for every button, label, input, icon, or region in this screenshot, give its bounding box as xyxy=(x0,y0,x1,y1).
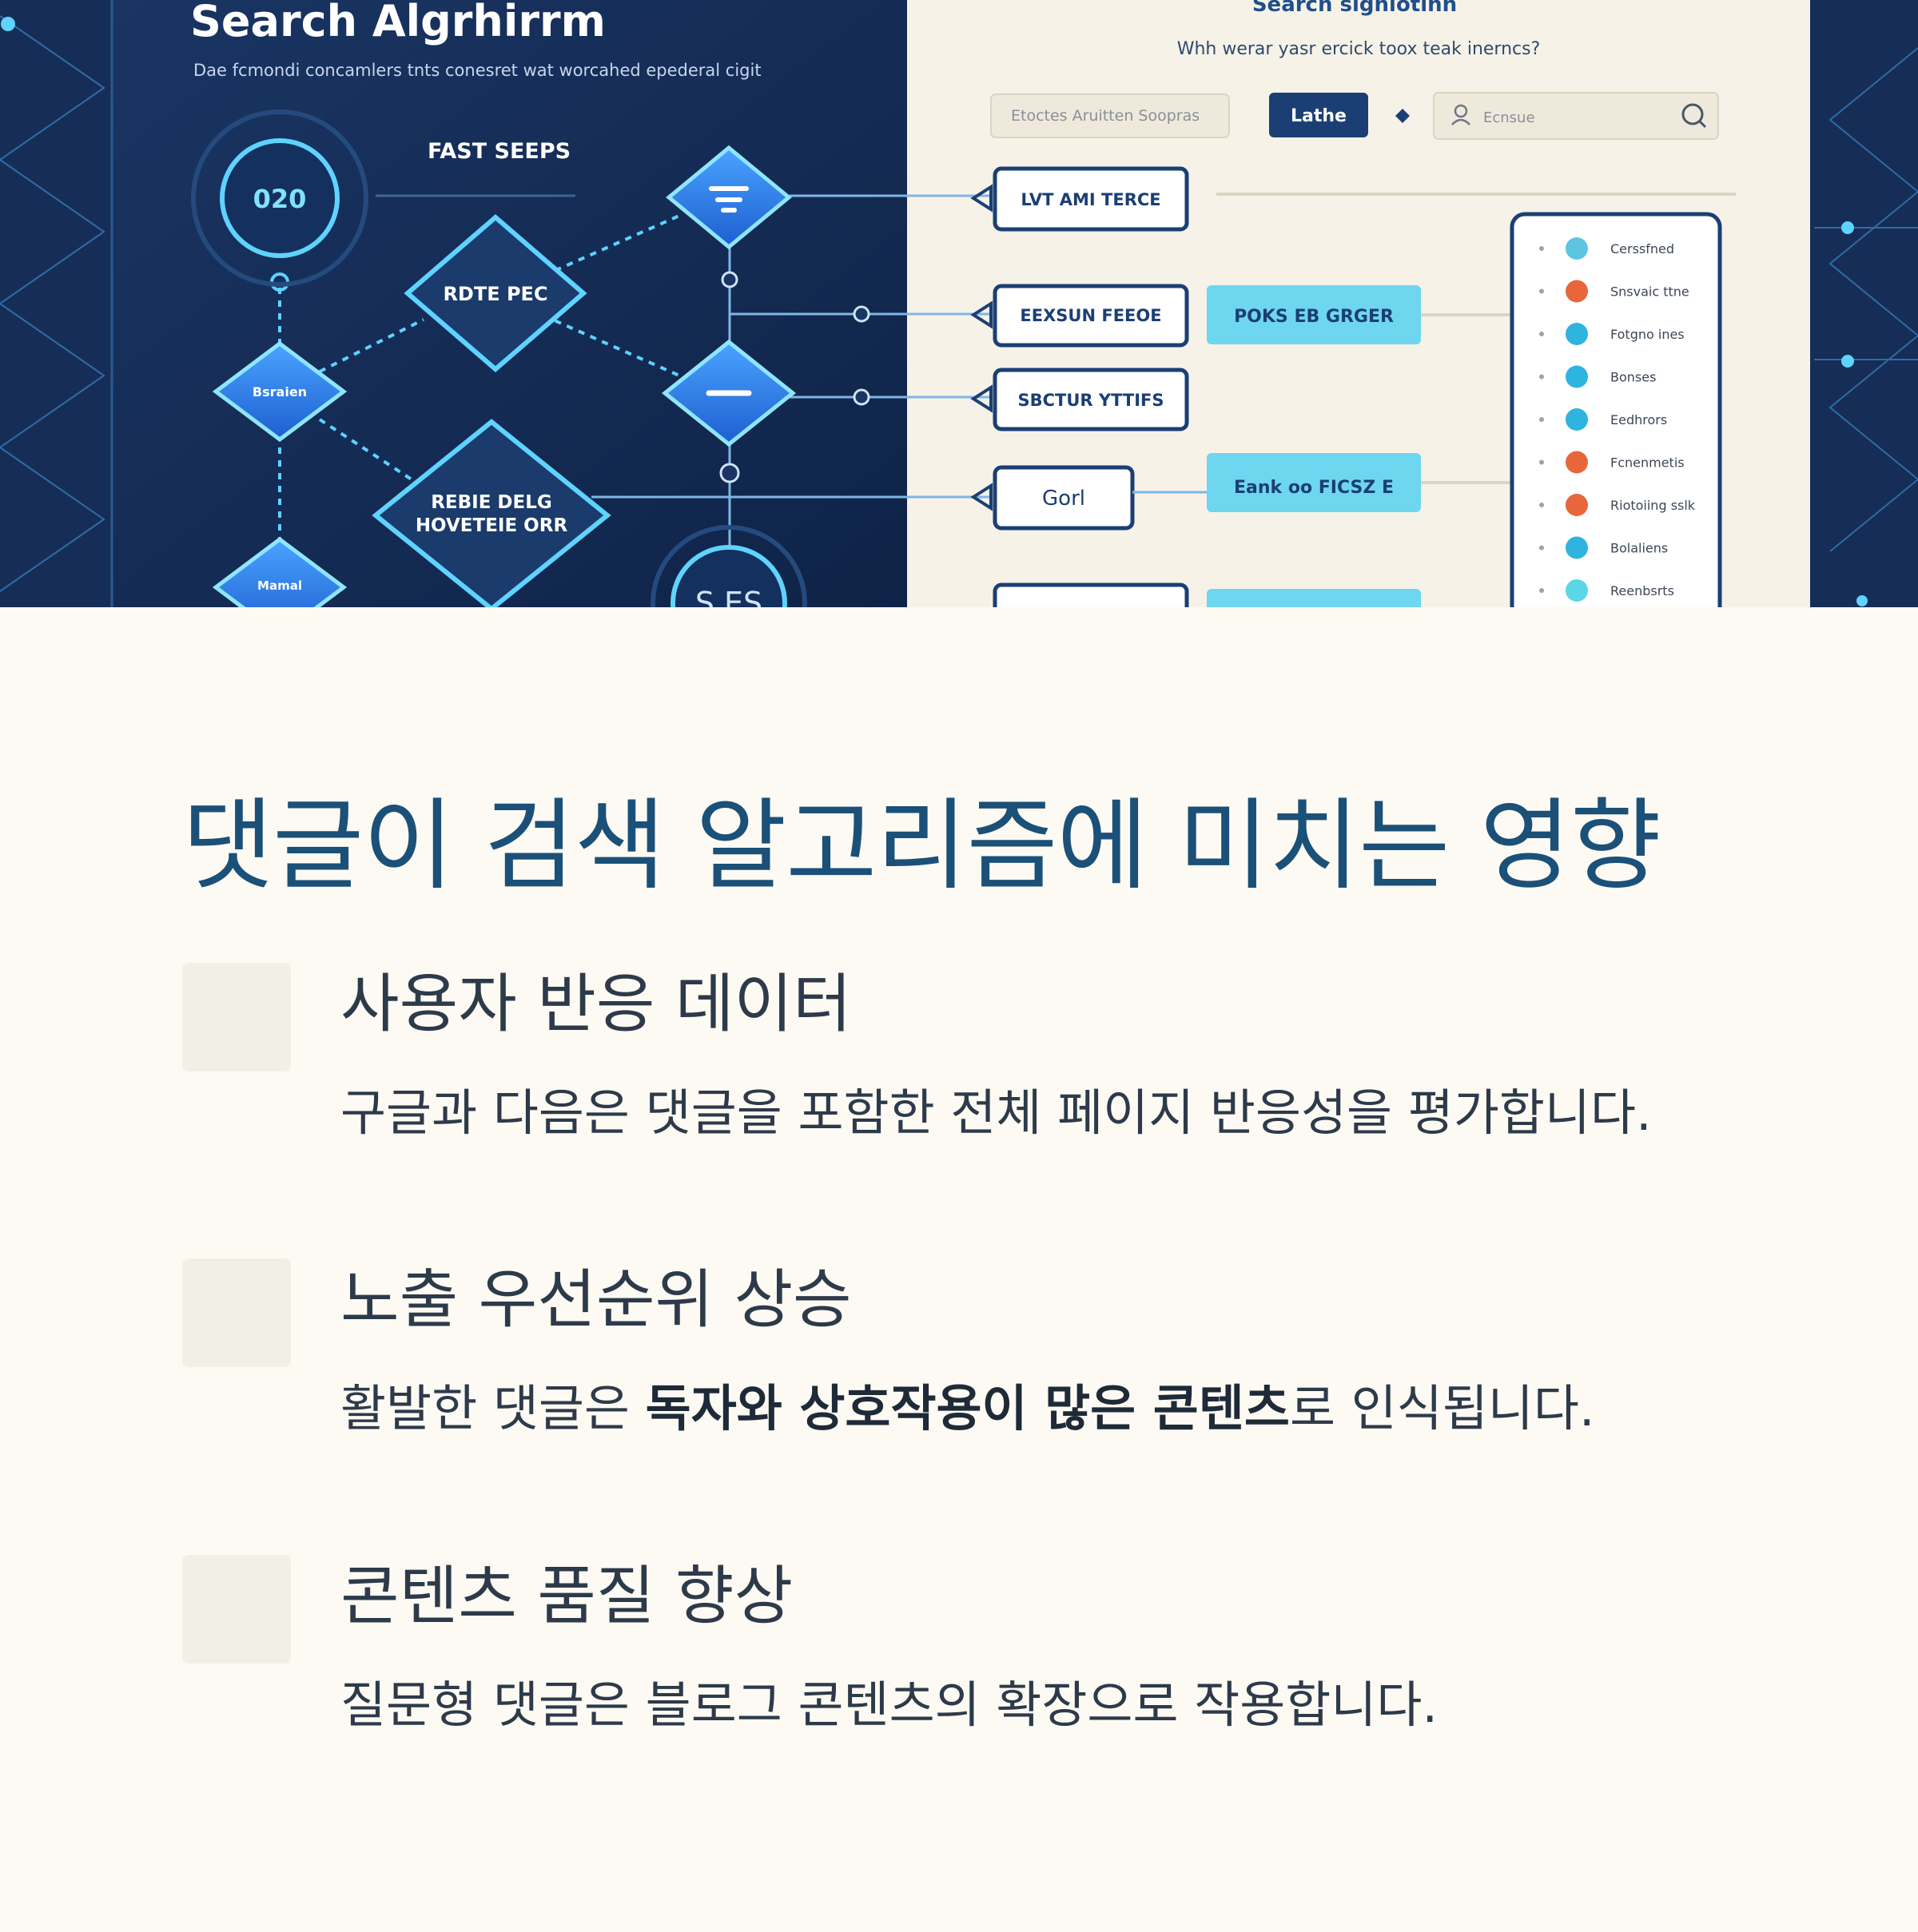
fast-steps-label: FAST SEEPS xyxy=(428,139,571,164)
status-dot xyxy=(1566,579,1588,602)
item-title: 콘텐츠 품질 향상 xyxy=(340,1559,794,1633)
item-title: 사용자 반응 데이터 xyxy=(340,967,852,1041)
hero-right-subtitle: Whh werar yasr ercick toox teak inerncs? xyxy=(1177,39,1541,59)
svg-text:LVT AMI TERCE: LVT AMI TERCE xyxy=(1021,190,1160,209)
baralen-node xyxy=(212,340,348,443)
hero-illustration: Search Algrhirrm Dae fcmondi concamlers … xyxy=(0,0,1918,607)
item-title: 노출 우선순위 상승 xyxy=(340,1262,852,1337)
legend-list-label: Cerssfned xyxy=(1610,241,1674,256)
ses-node: S ES xyxy=(695,586,762,607)
legend-list-panel xyxy=(1510,212,1722,607)
bullet-icon xyxy=(1539,588,1544,593)
legend-list-item: Riotoiing sslk xyxy=(1539,494,1696,516)
lathe-button[interactable] xyxy=(1269,93,1368,137)
list-item: 사용자 반응 데이터 구글과 다음은 댓글을 포함한 전체 페이지 반응성을 평… xyxy=(182,963,1741,1187)
status-dot xyxy=(1566,494,1588,516)
legend-list-item: Eedhrors xyxy=(1539,408,1667,431)
bullet-icon xyxy=(1539,374,1544,380)
svg-text:REBIE DELG: REBIE DELG xyxy=(431,492,552,513)
counter-value: 020 xyxy=(253,184,307,214)
item-icon-placeholder xyxy=(182,963,291,1071)
flow-box-3[interactable]: SBCTUR YTTIFS xyxy=(970,368,1189,431)
legend-list-item: Fotgno ines xyxy=(1539,323,1685,345)
hero-graphic: Search Algrhirrm Dae fcmondi concamlers … xyxy=(0,0,1918,607)
legend-list-label: Fotgno ines xyxy=(1610,327,1685,342)
bullet-icon xyxy=(1539,332,1544,336)
bullet-icon xyxy=(1539,545,1544,551)
list-item: 콘텐츠 품질 향상 질문형 댓글은 블로그 콘텐츠의 확장으로 작용합니다. xyxy=(182,1555,1741,1779)
bullet-icon xyxy=(1539,417,1544,422)
status-dot xyxy=(1566,280,1588,303)
svg-text:Bsraien: Bsraien xyxy=(253,384,307,400)
hero-left-title: Search Algrhirrm xyxy=(190,0,606,46)
legend-list-item: Bolaliens xyxy=(1539,536,1668,559)
svg-text:RDTE PEC: RDTE PEC xyxy=(443,283,547,305)
status-dot xyxy=(1566,536,1588,559)
item-description: 질문형 댓글은 블로그 콘텐츠의 확장으로 작용합니다. xyxy=(340,1676,1438,1734)
svg-text:Eank oo FICSZ E: Eank oo FICSZ E xyxy=(1234,478,1394,498)
network-lines xyxy=(0,15,1918,592)
item-description: 활발한 댓글은 독자와 상호작용이 많은 콘텐츠로 인식됩니다. xyxy=(340,1377,1595,1441)
svg-text:Lathe: Lathe xyxy=(1291,106,1347,126)
item-description: 구글과 다음은 댓글을 포함한 전체 페이지 반응성을 평가합니다. xyxy=(340,1083,1652,1142)
flow-box-5 xyxy=(993,582,1189,607)
legend-list-item: Snsvaic ttne xyxy=(1539,280,1689,303)
flow-box-4[interactable]: Gorl xyxy=(970,465,1135,531)
legend-list-label: Eedhrors xyxy=(1610,412,1667,427)
rebie-node xyxy=(372,419,611,607)
svg-text:Gorl: Gorl xyxy=(1042,487,1085,511)
svg-text:HOVETEIE ORR: HOVETEIE ORR xyxy=(416,515,568,536)
svg-text:EEXSUN FEEOE: EEXSUN FEEOE xyxy=(1020,306,1161,325)
hero-right-title: Search signlotinn xyxy=(1252,0,1457,17)
article: 댓글이 검색 알고리즘에 미치는 영향 사용자 반응 데이터 구글과 다음은 댓… xyxy=(0,607,1918,1932)
status-dot xyxy=(1566,408,1588,431)
list-item: 노출 우선순위 상승 활발한 댓글은 독자와 상호작용이 많은 콘텐츠로 인식됩… xyxy=(182,1258,1741,1482)
legend-list-label: Bonses xyxy=(1610,370,1656,385)
bullet-icon xyxy=(1539,459,1544,465)
mamal-node xyxy=(212,536,348,607)
filter-input[interactable] xyxy=(990,93,1230,138)
hero-left-subtitle: Dae fcmondi concamlers tnts conesret wat… xyxy=(193,61,762,80)
svg-text:SBCTUR YTTIFS: SBCTUR YTTIFS xyxy=(1017,391,1164,410)
dashed-connectors xyxy=(278,214,680,551)
svg-text:Mamal: Mamal xyxy=(257,578,302,593)
status-dot xyxy=(1566,323,1588,345)
bullet-icon xyxy=(1539,246,1544,251)
legend-list-label: Riotoiing sslk xyxy=(1610,498,1696,513)
legend-list-label: Snsvaic ttne xyxy=(1610,284,1689,300)
legend-list-item: Reenbsrts xyxy=(1539,579,1674,602)
search-input[interactable] xyxy=(1433,92,1719,140)
tag-1: POKS EB GRGER xyxy=(1207,285,1421,344)
item-description-text: 로 인식됩니다. xyxy=(1289,1379,1595,1437)
legend-list-item: Bonses xyxy=(1539,365,1656,388)
svg-text:Ecnsue: Ecnsue xyxy=(1483,109,1535,126)
bullet-icon xyxy=(1539,503,1544,507)
legend-list-item: Cerssfned xyxy=(1539,237,1674,260)
rdte-node xyxy=(404,214,587,372)
flow-box-1[interactable]: LVT AMI TERCE xyxy=(970,166,1189,232)
item-icon-placeholder xyxy=(182,1555,291,1664)
diamond-icon xyxy=(1395,109,1410,123)
filter-icon xyxy=(709,186,749,213)
flow-box-2[interactable]: EEXSUN FEEOE xyxy=(970,284,1189,348)
legend-list-item: Fcnenmetis xyxy=(1539,451,1685,474)
page-title: 댓글이 검색 알고리즘에 미치는 영향 xyxy=(182,789,1661,904)
bullet-icon xyxy=(1539,288,1544,294)
svg-text:Etoctes Aruitten Soopras: Etoctes Aruitten Soopras xyxy=(1011,107,1200,125)
legend-list-label: Fcnenmetis xyxy=(1610,455,1685,471)
search-icon[interactable] xyxy=(1681,103,1707,129)
item-description-emphasis: 독자와 상호작용이 많은 콘텐츠 xyxy=(645,1379,1290,1437)
legend-list-label: Reenbsrts xyxy=(1610,583,1674,598)
tag-2: Eank oo FICSZ E xyxy=(1207,453,1421,512)
status-dot xyxy=(1566,365,1588,388)
status-dot xyxy=(1566,451,1588,474)
status-dot xyxy=(1566,237,1588,260)
item-description-text: 활발한 댓글은 xyxy=(340,1379,646,1437)
item-icon-placeholder xyxy=(182,1258,291,1367)
legend-list-label: Bolaliens xyxy=(1610,541,1668,556)
user-icon xyxy=(1451,104,1470,125)
svg-text:POKS EB GRGER: POKS EB GRGER xyxy=(1234,307,1394,327)
